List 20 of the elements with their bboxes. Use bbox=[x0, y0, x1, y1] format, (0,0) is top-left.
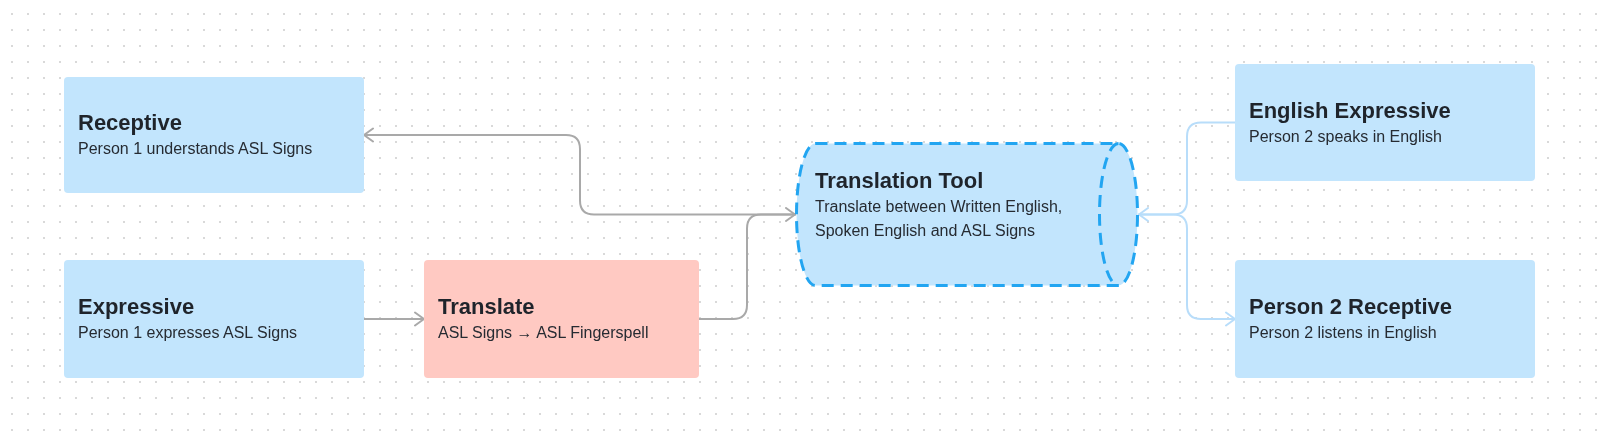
node-title: Translation Tool bbox=[815, 166, 985, 194]
node-title: English Expressive bbox=[1249, 96, 1452, 124]
process-box bbox=[424, 260, 699, 378]
connector-arrow bbox=[698, 207, 796, 320]
node-title: Expressive bbox=[78, 293, 196, 320]
node-description: Person 1 understands ASL Signs bbox=[78, 139, 314, 159]
process-box bbox=[64, 77, 364, 193]
process-box bbox=[1235, 260, 1535, 378]
process-box bbox=[64, 260, 364, 378]
node-description: Translate between Written English, Spoken English and ASL Signs bbox=[815, 196, 1064, 241]
node-description: ASL Signs → ASL Fingerspell bbox=[438, 323, 650, 343]
node-title: Translate bbox=[438, 293, 536, 320]
node-title: Receptive bbox=[78, 109, 183, 136]
connector-arrow bbox=[1138, 121, 1236, 222]
process-box bbox=[1235, 64, 1535, 181]
node-description: Person 2 speaks in English bbox=[1249, 126, 1443, 147]
node-description: Person 1 expresses ASL Signs bbox=[78, 323, 299, 343]
connector-arrow bbox=[363, 311, 425, 327]
node-description: Person 2 listens in English bbox=[1249, 323, 1438, 343]
node-title: Person 2 Receptive bbox=[1249, 293, 1453, 320]
